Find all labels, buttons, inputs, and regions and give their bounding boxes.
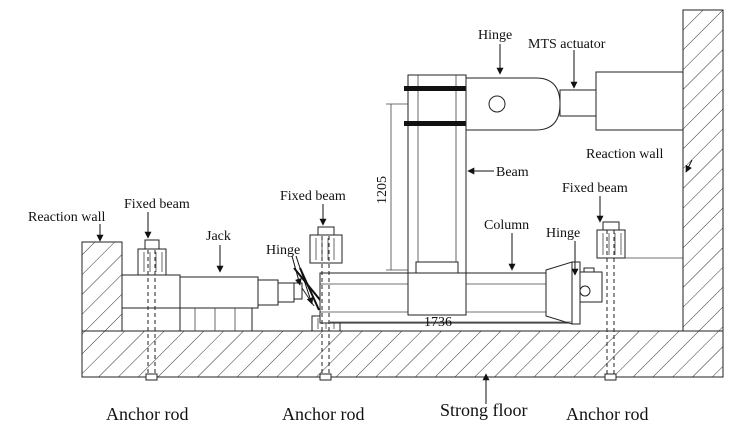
arrow-reaction-right [685,159,693,173]
anchor-rods [145,230,617,381]
label-mts-actuator: MTS actuator [528,37,606,52]
top-hinge-actuator [465,71,684,131]
label-hinge-top: Hinge [478,28,512,43]
label-fixed-beam-middle: Fixed beam [280,189,346,204]
fixed-beam-left [137,239,167,276]
label-anchor-rod-2: Anchor rod [282,404,364,424]
arrow-hinge-left-b [295,255,314,305]
beam [404,74,470,274]
label-fixed-beam-right: Fixed beam [562,181,628,196]
dimension-lines [330,103,572,323]
right-reaction-wall [682,9,724,332]
label-anchor-rod-1: Anchor rod [106,404,188,424]
label-hinge-right: Hinge [546,226,580,241]
jack-assembly [121,274,295,332]
label-dim-height: 1205 [375,176,390,204]
label-anchor-rod-3: Anchor rod [566,404,648,424]
arrow-hinge-left-a [291,255,302,286]
label-reaction-wall-left: Reaction wall [28,210,105,225]
label-jack: Jack [206,229,231,244]
label-beam: Beam [496,165,529,180]
label-strong-floor: Strong floor [440,400,528,420]
fixed-beam-right [596,221,683,259]
label-reaction-wall-right: Reaction wall [586,147,663,162]
label-fixed-beam-left: Fixed beam [124,197,190,212]
label-arrows [96,44,693,404]
strong-floor [81,330,724,378]
column [319,272,573,324]
right-end-hinge [545,261,603,325]
label-dim-length: 1736 [424,315,452,330]
label-column: Column [484,218,529,233]
left-reaction-wall [81,241,123,332]
label-hinge-left: Hinge [266,243,300,258]
